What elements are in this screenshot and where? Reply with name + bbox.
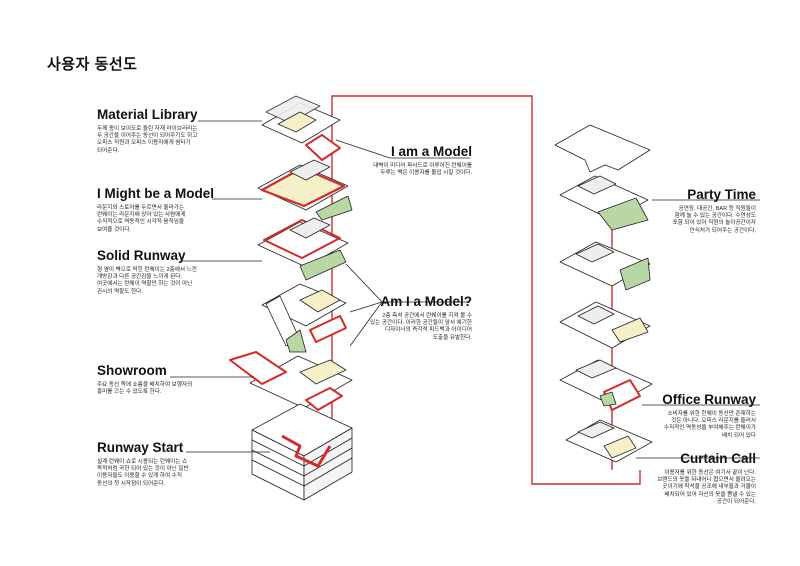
label-office-runway: Office Runway 소비자를 위한 런웨이 동선만 존재하는 것은 아니… (640, 392, 756, 440)
floor-showroom (229, 351, 353, 411)
heading-i-am-a-model: I am a Model (390, 144, 472, 159)
floor-office (559, 301, 651, 349)
floor-i-might-be-a-model (257, 159, 353, 221)
label-am-i-a-model: Am I a Model? 2층 측석 공간에서 런웨이를 지켜 볼 수 있는 … (352, 294, 472, 342)
route-main-loop (331, 95, 641, 485)
label-i-am-a-model: I am a Model 내벽이 미디어 파사드로 이루어진 런웨이를 두루는 … (356, 144, 472, 177)
heading-material-library: Material Library (97, 107, 198, 122)
label-runway-start: Runway Start 설계 런웨이 쇼로 시용되는 런웨이는 쇼 목적처럼 … (97, 440, 257, 488)
body-i-might-be-a-model: 라운지와 스토어를 두르면서 올라가는 런웨이는 라운지에 앉아 있는 사람에게… (97, 205, 186, 233)
body-showroom: 주요 동선 쪽에 쇼룸을 배치하여 보행자의 흥미를 끄는 수 있도록 한다. (97, 382, 193, 396)
heading-runway-start: Runway Start (97, 440, 184, 455)
heading-solid-runway: Solid Runway (97, 248, 186, 263)
floor-solid-runway (257, 217, 349, 281)
body-i-am-a-model: 내벽이 미디어 파사드로 이루어진 런웨이를 두루는 벽은 이용자를 몰입 시킬… (373, 163, 472, 177)
right-stack (554, 124, 653, 463)
floor-office-runway (559, 359, 653, 411)
heading-party-time: Party Time (687, 187, 756, 202)
body-curtain-call: 이용자를 위한 동선은 여기서 끝이 난다. 브랜드의 옷을 뒤내어니 협으면서… (657, 470, 756, 505)
label-party-time: Party Time 공연장, 대공간, BAR 등 직원들이 함께 놀 수 있… (640, 187, 756, 235)
body-am-i-a-model: 2층 측석 공간에서 런웨이를 지켜 볼 수 있는 공간이다. 이러한 공간들이… (370, 313, 472, 341)
heading-showroom: Showroom (97, 363, 167, 378)
floor-lounge (559, 241, 651, 291)
body-party-time: 공연장, 대공간, BAR 등 직원들이 함께 놀 수 있는 공간이다. 수연성… (672, 206, 756, 234)
label-showroom: Showroom 주요 동선 쪽에 쇼룸을 배치하여 보행자의 흥미를 끄는 수… (97, 363, 247, 396)
heading-office-runway: Office Runway (662, 392, 756, 407)
label-material-library: Material Library 두께 종이 보이도로 돌린 자재 라이브러리는… (97, 107, 247, 155)
body-office-runway: 소비자를 위한 런웨이 동선만 존재하는 것은 아니다. 오피스 라운지를 둘러… (663, 411, 756, 439)
floor-am-i-a-model (261, 283, 347, 353)
label-curtain-call: Curtain Call 이용자를 위한 동선은 여기서 끝이 난다. 브랜드의… (632, 451, 756, 506)
body-solid-runway: 형 옆이 벽으로 막힌 런웨이는 2층에서 느낀 개방감과 다른 공간감을 느끼… (97, 267, 197, 295)
label-i-might-be-a-model: I Might be a Model 라운지와 스토어를 두르면서 올라가는 런… (97, 186, 247, 234)
label-solid-runway: Solid Runway 형 옆이 벽으로 막힌 런웨이는 2층에서 느낀 개방… (97, 248, 247, 296)
body-runway-start: 설계 런웨이 쇼로 시용되는 런웨이는 쇼 목적처럼 곡한 되어 있는 것이 아… (97, 459, 189, 487)
floor-party-time (559, 175, 649, 231)
page-title: 사용자 동선도 (47, 56, 138, 73)
floor-roof (554, 124, 651, 173)
floor-runway-start (251, 403, 353, 501)
body-material-library: 두께 종이 보이도로 돌린 자재 라이브러리는 두 공간을 이어주는 동선이 되… (97, 126, 198, 154)
left-stack (229, 95, 353, 501)
floor-curtain-call (565, 419, 653, 463)
leader-lines (170, 120, 760, 459)
heading-am-i-a-model: Am I a Model? (380, 294, 472, 309)
heading-curtain-call: Curtain Call (680, 451, 756, 466)
heading-i-might-be-a-model: I Might be a Model (97, 186, 214, 201)
floor-material-library (261, 95, 341, 161)
